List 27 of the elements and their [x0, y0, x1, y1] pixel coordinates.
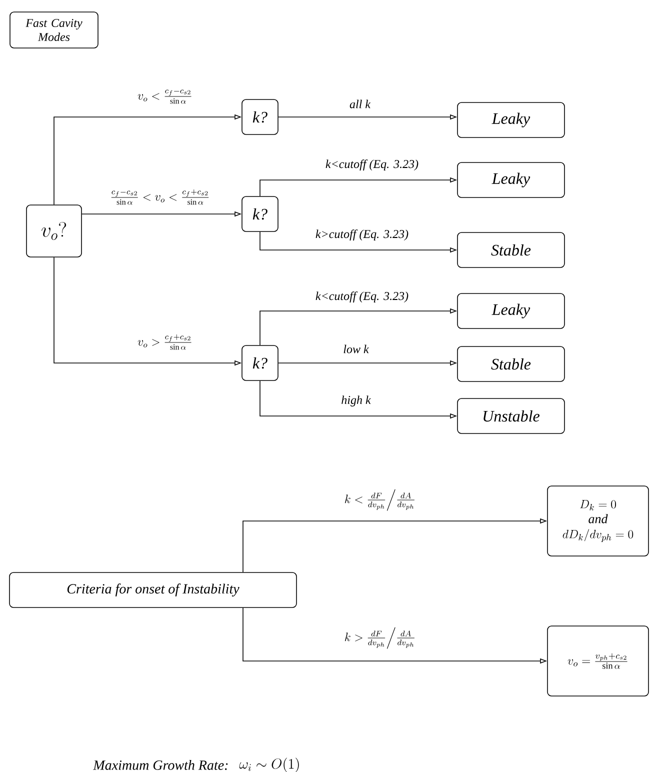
edge-label: k>cutoff (Eq. 3.23) — [314, 228, 410, 242]
edge-label: k<cutoff (Eq. 3.23) — [324, 158, 420, 172]
state-box: Unstable — [457, 398, 565, 434]
decision-box: k? — [242, 99, 278, 135]
state-box: Leaky — [457, 293, 565, 329]
state-box: Leaky — [457, 162, 565, 198]
edge-label: $v_o<\frac{c_f-c_{s2}}{\sin\alpha}$ — [136, 87, 194, 105]
result-box: $D_k=0$ and $dD_k/dv_{ph}=0$ — [547, 486, 649, 556]
edge-label: $k>\frac{dF}{dv_{ph}}\Big/\frac{dA}{dv_{ph}}$ — [343, 626, 417, 650]
state-box: Stable — [457, 346, 565, 382]
edge-label: low k — [342, 344, 370, 354]
edge-label: high k — [340, 394, 372, 408]
edge-label: k<cutoff (Eq. 3.23) — [314, 290, 410, 304]
decision-box: k? — [242, 345, 278, 381]
edge-label: $\frac{c_f-c_{s2}}{\sin\alpha}<v_o<\frac{c_f+c_{s2}}{\sin\alpha}$ — [109, 188, 211, 206]
process-box: Criteria for onset of Instability — [9, 572, 297, 608]
state-box: Leaky — [457, 102, 565, 138]
state-box: Stable — [457, 232, 565, 268]
result-box: $v_o=\frac{v_{ph}+c_{s2}}{\sin\alpha}$ — [547, 626, 649, 696]
title-box: Fast Cavity Modes — [10, 12, 98, 48]
decision-box: k? — [242, 196, 278, 232]
edge-label: $k<\frac{dF}{dv_{ph}}\Big/\frac{dA}{dv_{ph}}$ — [343, 488, 417, 512]
note-text: Maximum Growth Rate: — [93, 760, 228, 770]
edge-label: all k — [348, 98, 372, 110]
edge-label: $v_o>\frac{c_f+c_{s2}}{\sin\alpha}$ — [136, 333, 194, 351]
note-formula: $\omega_i\sim O(1)$ — [239, 758, 299, 772]
decision-box: $v_o?$ — [26, 204, 82, 258]
